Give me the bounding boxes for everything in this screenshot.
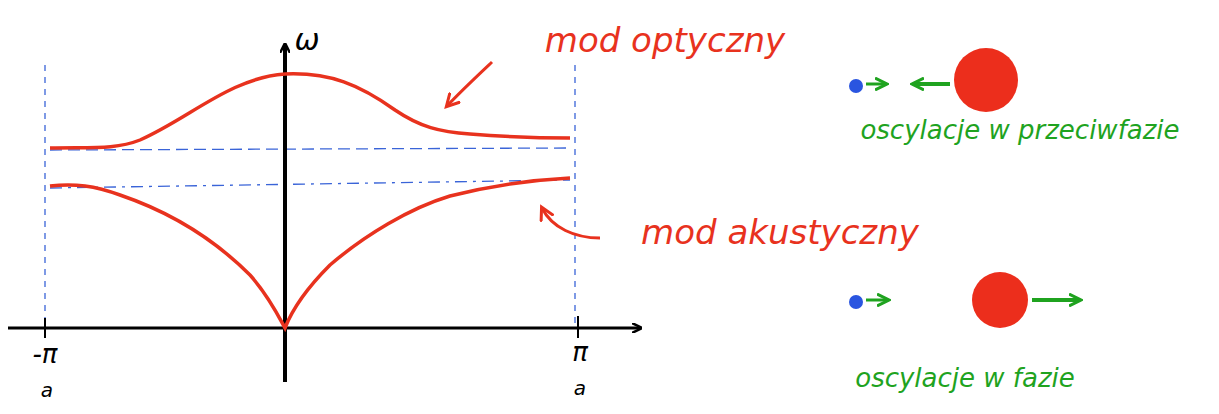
velocity-arrow	[866, 83, 886, 86]
light-atom	[849, 79, 863, 93]
optical-branch	[50, 74, 570, 148]
branch-label: mod akustyczny	[641, 215, 919, 249]
heavy-atom	[954, 48, 1018, 112]
leader-arrow	[447, 62, 492, 106]
axis-label: ω	[294, 25, 319, 55]
gap-line	[50, 148, 570, 150]
mode-caption: oscylacje w fazie	[855, 365, 1075, 391]
zone-boundary	[574, 65, 575, 325]
leader-arrow	[542, 208, 600, 238]
mode-caption: oscylacje w przeciwfazie	[860, 117, 1179, 143]
heavy-atom	[972, 272, 1028, 328]
velocity-arrow	[913, 82, 950, 86]
velocity-arrow	[866, 299, 888, 302]
axis-tick	[44, 318, 46, 338]
velocity-arrow	[1032, 298, 1080, 302]
tick-label: a	[41, 380, 53, 400]
zone-boundary	[44, 65, 45, 325]
tick-label: -π	[32, 341, 57, 367]
acoustic-branch	[50, 178, 570, 328]
tick-label: π	[572, 339, 588, 365]
light-atom	[849, 295, 863, 309]
branch-label: mod optyczny	[545, 23, 785, 57]
k-axis	[8, 327, 640, 330]
tick-label: a	[574, 378, 586, 398]
axis-tick	[577, 316, 579, 338]
